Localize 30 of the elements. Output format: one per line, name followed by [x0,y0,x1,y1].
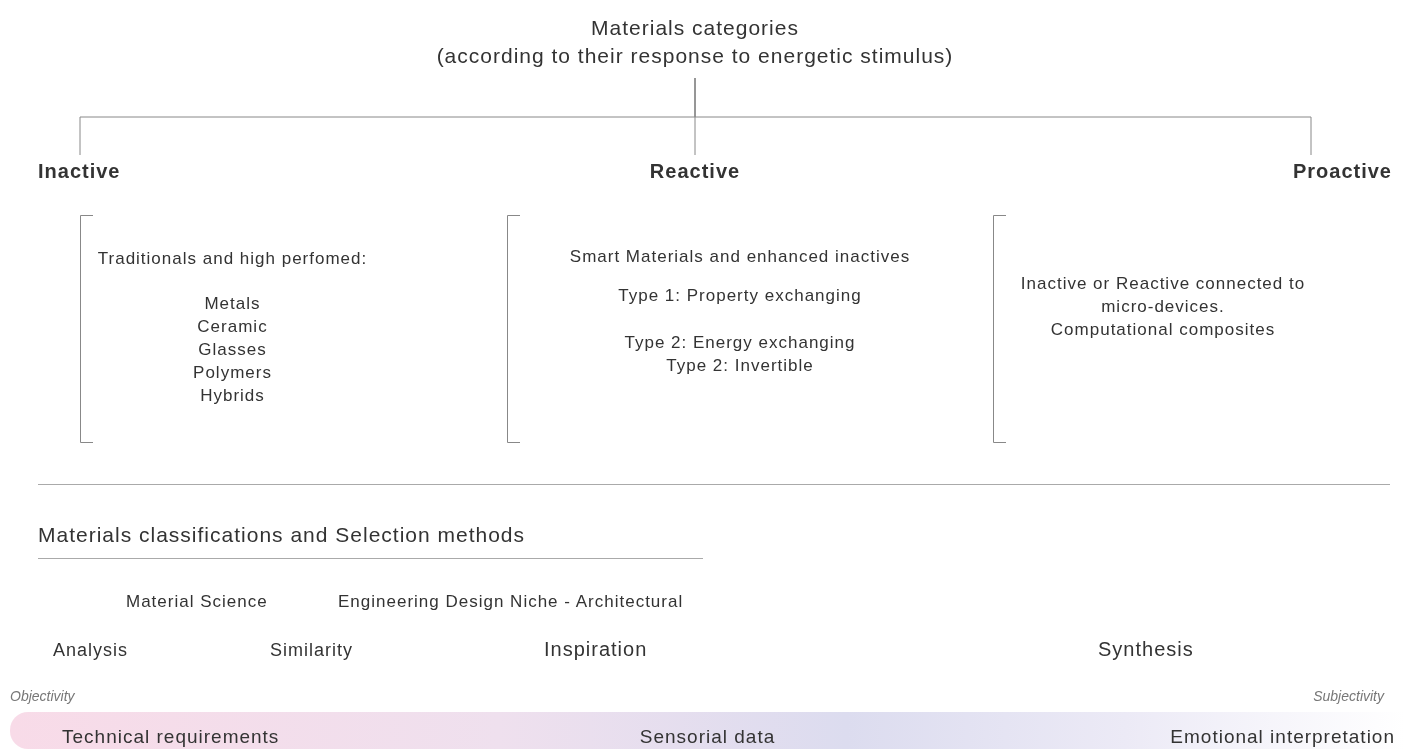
category-heading: Proactive [1260,157,1392,185]
list-item: Hybrids [200,385,265,407]
scale-label: Sensorial data [639,725,776,749]
method-label: Analysis [53,639,129,662]
connector-line [694,77,1312,156]
scale-label: Emotional interpretation [1170,725,1395,749]
list-item: Type 2: Energy exchanging [624,332,856,354]
section-heading: Materials classifications and Selection methods [38,522,526,548]
scale-end-label: Subjectivity [1313,687,1384,706]
list-item: Computational composites [1050,319,1276,341]
node-heading: Materials categories [591,15,799,41]
discipline-label: Material Science [126,591,268,613]
node-subtitle: (according to their response to energetic stimulus) [436,43,954,69]
list-item: Metals [204,293,261,315]
method-label: Synthesis [1098,637,1194,662]
category-heading: Inactive [38,157,148,185]
scale-label: Technical requirements [62,725,280,749]
box-heading: Traditionals and high perfomed: [97,248,368,270]
list-item: Ceramic [197,316,268,338]
list-item: Type 2: Invertible [666,355,814,377]
box-heading: Inactive or Reactive connected to micro-devices. [1019,273,1307,318]
category-heading: Reactive [640,157,750,185]
list-item: Type 1: Property exchanging [618,285,862,307]
list-item: Polymers [193,362,272,384]
list-item: Glasses [198,339,267,361]
scale-end-label: Objectivity [10,687,75,706]
discipline-label: Engineering Design Niche - Architectural [338,591,684,613]
method-label: Inspiration [544,637,648,662]
method-label: Similarity [270,639,353,662]
box-heading: Smart Materials and enhanced inactives [569,246,911,268]
